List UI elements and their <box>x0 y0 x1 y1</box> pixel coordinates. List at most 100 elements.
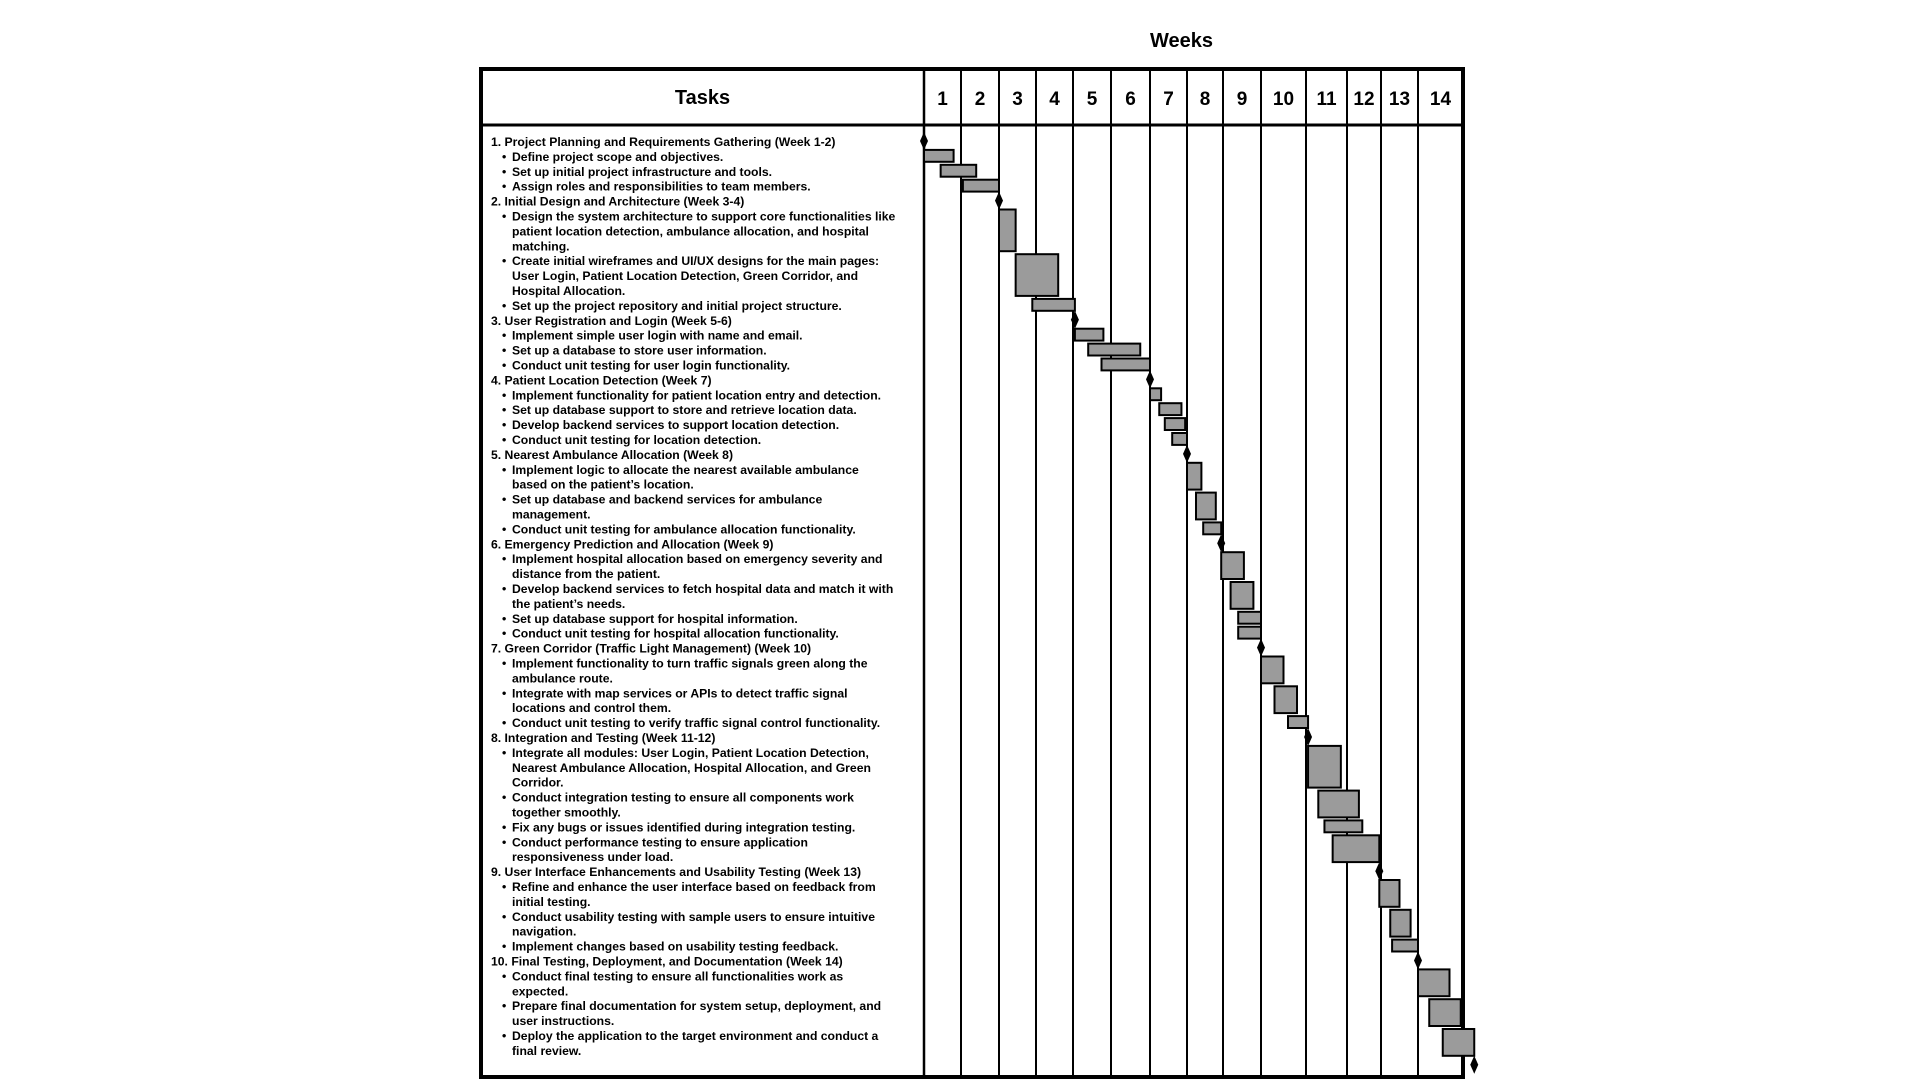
task-description: Design the system architecture to suppor… <box>512 210 896 224</box>
task-bar <box>1031 297 1076 312</box>
milestone-diamond <box>1217 534 1226 553</box>
task-description: the patient’s needs. <box>512 597 625 611</box>
task-description: Conduct unit testing for location detect… <box>512 433 761 447</box>
phase-title: 8. Integration and Testing (Week 11-12) <box>491 731 715 745</box>
task-description: Implement functionality for patient loca… <box>512 388 881 402</box>
task-bar <box>1186 461 1203 491</box>
task-description: Implement logic to allocate the nearest … <box>512 463 859 477</box>
task-bar <box>1163 417 1187 432</box>
week-number-label: 11 <box>1316 89 1337 110</box>
task-bullet: • <box>502 433 506 447</box>
task-bar <box>1237 610 1262 625</box>
task-bar <box>1260 655 1285 685</box>
task-bullet: • <box>502 835 506 849</box>
task-description: navigation. <box>512 925 576 939</box>
task-bullet: • <box>502 463 506 477</box>
task-bullet: • <box>502 746 506 760</box>
task-description: ambulance route. <box>512 671 613 685</box>
task-description: Conduct unit testing for hospital alloca… <box>512 627 839 641</box>
task-bar <box>961 178 1001 193</box>
task-description: Corridor. <box>512 776 563 790</box>
task-bar <box>1087 342 1142 357</box>
task-bar <box>1149 387 1163 402</box>
task-bullet: • <box>502 791 506 805</box>
task-description: based on the patient’s location. <box>512 478 694 492</box>
task-description: Implement simple user login with name an… <box>512 329 803 343</box>
task-description: Implement functionality to turn traffic … <box>512 657 868 671</box>
week-number-label: 7 <box>1163 89 1174 110</box>
task-description: User Login, Patient Location Detection, … <box>512 269 858 283</box>
week-number-label: 5 <box>1087 89 1098 110</box>
milestone-diamond <box>1146 370 1154 389</box>
task-description: Conduct integration testing to ensure al… <box>512 791 854 805</box>
task-bar <box>1378 879 1401 908</box>
task-bar <box>939 163 978 178</box>
task-bullet: • <box>502 165 506 179</box>
task-bar <box>1158 402 1183 417</box>
task-description: locations and control them. <box>512 701 671 715</box>
milestone-diamond <box>995 191 1003 210</box>
week-number-label: 10 <box>1273 89 1294 110</box>
task-description: Implement hospital allocation based on e… <box>512 552 882 566</box>
task-description: Conduct usability testing with sample us… <box>512 910 875 924</box>
phase-title: 5. Nearest Ambulance Allocation (Week 8) <box>491 448 733 462</box>
week-number-label: 6 <box>1125 89 1136 110</box>
task-bullet: • <box>502 388 506 402</box>
milestone-diamond <box>1470 1055 1479 1074</box>
task-bar <box>1391 938 1419 953</box>
task-description: initial testing. <box>512 895 591 909</box>
task-description: Conduct unit testing to verify traffic s… <box>512 716 880 730</box>
week-number-label: 12 <box>1353 89 1374 110</box>
task-bar <box>1331 834 1381 864</box>
task-bar <box>1202 521 1223 536</box>
task-description: user instructions. <box>512 1014 614 1028</box>
task-bar <box>1171 432 1188 446</box>
phase-title: 4. Patient Location Detection (Week 7) <box>491 373 712 387</box>
task-bullet: • <box>502 254 506 268</box>
milestone-diamond <box>1183 444 1191 463</box>
task-bar <box>1014 253 1060 297</box>
phase-title: 3. User Registration and Login (Week 5-6… <box>491 314 732 328</box>
week-number-label: 1 <box>937 89 948 110</box>
week-number-label: 3 <box>1012 89 1023 110</box>
tasks-heading: Tasks <box>675 87 730 109</box>
phase-title: 10. Final Testing, Deployment, and Docum… <box>491 955 843 969</box>
task-bullet: • <box>502 820 506 834</box>
task-bullet: • <box>502 344 506 358</box>
phase-title: 2. Initial Design and Architecture (Week… <box>491 195 744 209</box>
week-number-label: 4 <box>1049 89 1060 110</box>
task-bar <box>1323 819 1364 834</box>
task-description: Set up the project repository and initia… <box>512 299 842 313</box>
task-bullet: • <box>502 552 506 566</box>
task-bullet: • <box>502 359 506 373</box>
task-description: Set up database and backend services for… <box>512 493 822 507</box>
milestone-diamond <box>1375 862 1384 881</box>
task-bar <box>1428 998 1462 1028</box>
task-bar <box>1229 581 1255 610</box>
task-bullet: • <box>502 969 506 983</box>
task-bullet: • <box>502 582 506 596</box>
phase-title: 7. Green Corridor (Traffic Light Managem… <box>491 642 811 656</box>
task-description: Implement changes based on usability tes… <box>512 940 838 954</box>
task-description: Set up a database to store user informat… <box>512 344 767 358</box>
task-description: patient location detection, ambulance al… <box>512 224 869 238</box>
task-bar <box>1195 491 1217 521</box>
milestone-diamond <box>1257 638 1265 657</box>
task-bar <box>1307 744 1342 789</box>
task-bar <box>1220 551 1245 581</box>
task-description: Set up database support for hospital inf… <box>512 612 798 626</box>
task-description: matching. <box>512 239 570 253</box>
task-bullet: • <box>502 1029 506 1043</box>
week-number-label: 2 <box>975 89 986 110</box>
task-bullet: • <box>502 999 506 1013</box>
task-description: expected. <box>512 984 568 998</box>
phase-title: 9. User Interface Enhancements and Usabi… <box>491 865 861 879</box>
task-bar <box>1441 1028 1476 1057</box>
task-bullet: • <box>502 522 506 536</box>
task-description: Develop backend services to support loca… <box>512 418 839 432</box>
task-description: Conduct unit testing for user login func… <box>512 359 790 373</box>
task-bullet: • <box>502 150 506 164</box>
task-bar <box>1389 908 1412 938</box>
phase-title: 6. Emergency Prediction and Allocation (… <box>491 537 773 551</box>
